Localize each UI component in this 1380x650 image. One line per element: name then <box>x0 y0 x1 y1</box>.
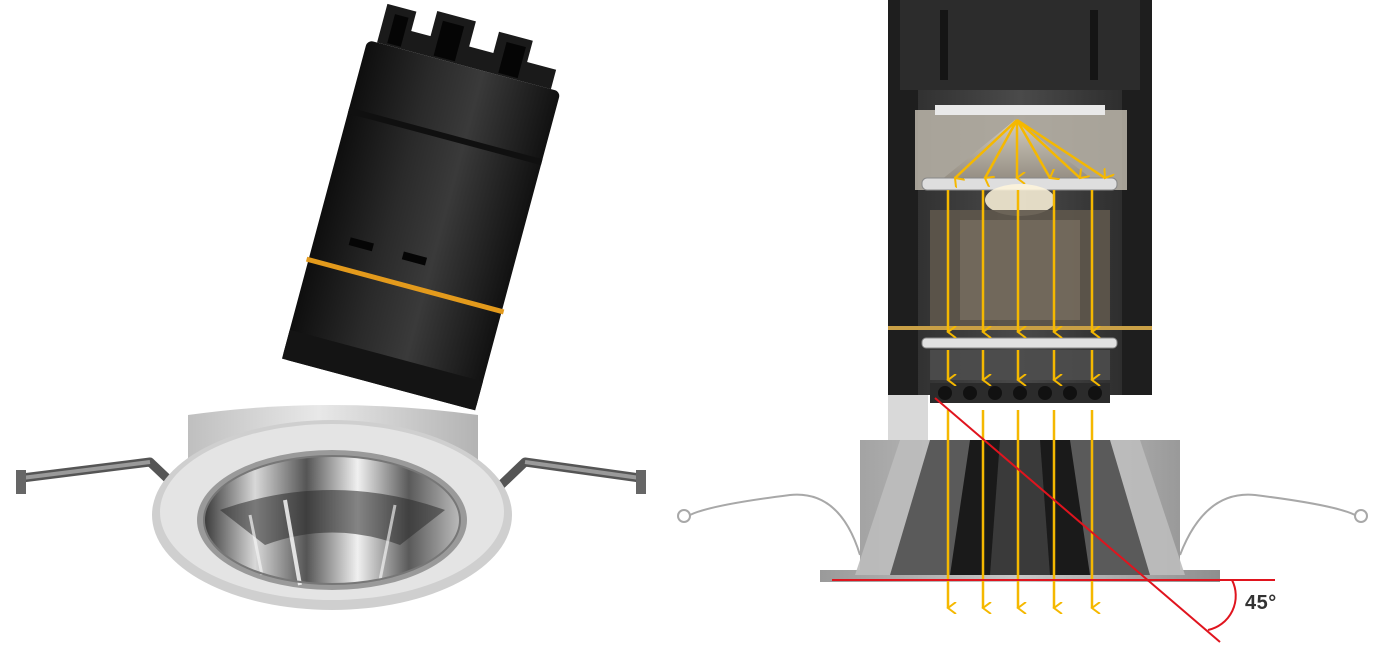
reflector-cone <box>203 455 461 586</box>
angle-arc <box>1207 579 1237 631</box>
black-housing <box>281 3 560 411</box>
beam-rays <box>948 190 1092 608</box>
left-wire-spring <box>677 493 861 556</box>
lower-bezel <box>820 395 1220 582</box>
housing-section <box>888 0 1152 403</box>
reflector-rays <box>955 118 1105 178</box>
cutoff-angle-label: 45° <box>1245 592 1277 614</box>
cutoff-angle-lines <box>832 397 1275 643</box>
cross-section-diagram <box>677 0 1368 643</box>
downlight-render <box>16 3 646 610</box>
right-wire-spring <box>1179 493 1368 556</box>
